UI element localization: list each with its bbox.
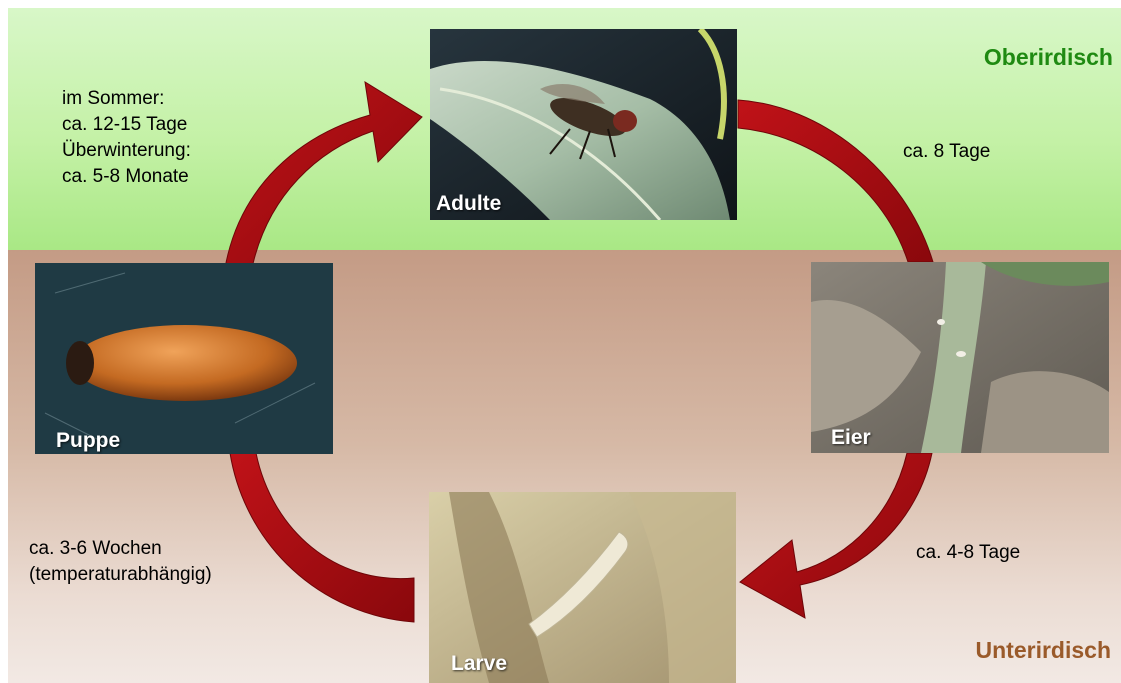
stage-label-eggs: Eier (831, 426, 871, 450)
duration-line: ca. 8 Tage (903, 139, 990, 165)
duration-line: (temperaturabhängig) (29, 562, 212, 588)
zone-label-below-ground: Unterirdisch (976, 637, 1111, 664)
duration-line: im Sommer: (62, 86, 191, 112)
duration-adult-to-eggs: ca. 8 Tage (903, 139, 990, 165)
zone-label-above-ground: Oberirdisch (984, 44, 1113, 71)
arrow-larva-to-pupa (230, 453, 414, 622)
duration-line: ca. 4-8 Tage (916, 540, 1020, 566)
pupa-image (35, 263, 333, 454)
duration-line: ca. 5-8 Monate (62, 164, 191, 190)
eggs-photo: Eier (811, 262, 1109, 453)
arrow-eggs-to-larva (740, 453, 932, 618)
stage-label-adult: Adulte (436, 192, 501, 216)
duration-pupa-to-adult: im Sommer: ca. 12-15 Tage Überwinterung:… (62, 86, 191, 190)
arrow-pupa-to-adult (225, 82, 422, 268)
duration-eggs-to-larva: ca. 4-8 Tage (916, 540, 1020, 566)
duration-line: Überwinterung: (62, 138, 191, 164)
stage-label-pupa: Puppe (56, 429, 120, 453)
eggs-image (811, 262, 1109, 453)
duration-line: ca. 12-15 Tage (62, 112, 191, 138)
stage-label-larva: Larve (451, 652, 507, 676)
pupa-photo: Puppe (35, 263, 333, 454)
arrow-adult-to-eggs (738, 100, 933, 262)
duration-larva-to-pupa: ca. 3-6 Wochen (temperaturabhängig) (29, 536, 212, 588)
larva-photo: Larve (429, 492, 736, 683)
duration-line: ca. 3-6 Wochen (29, 536, 212, 562)
adult-fly-photo: Adulte (430, 29, 737, 220)
